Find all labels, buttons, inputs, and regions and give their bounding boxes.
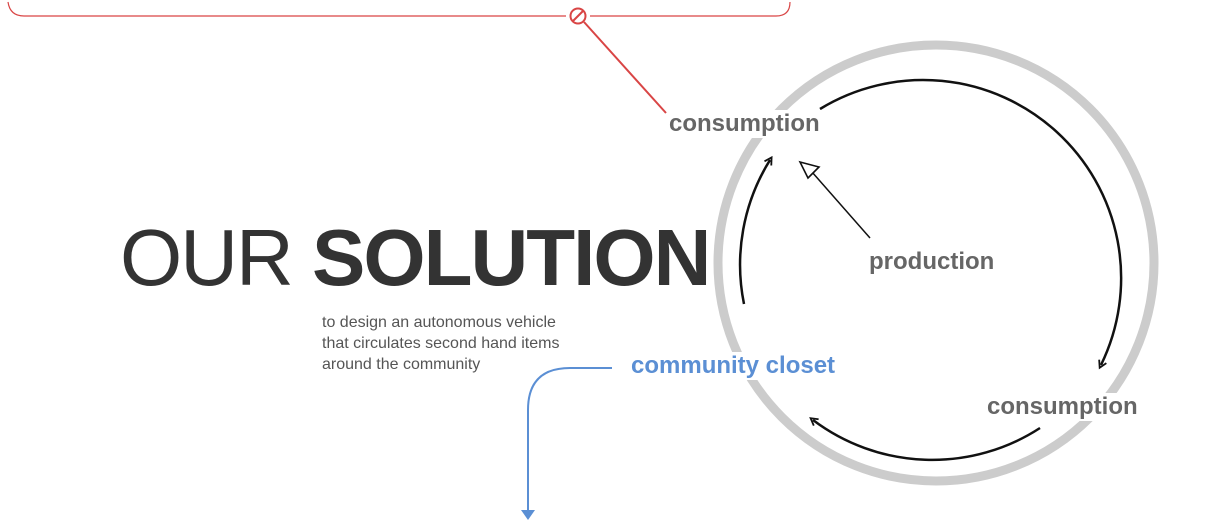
- subtitle: to design an autonomous vehicle that cir…: [322, 312, 559, 375]
- cycle-arc-left: [738, 155, 773, 305]
- no-symbol-icon: [569, 7, 587, 25]
- title-bold-word: SOLUTION: [312, 213, 711, 302]
- title-light-word: OUR: [120, 213, 294, 302]
- label-consumption-top: consumption: [667, 110, 822, 138]
- label-community-closet: community closet: [629, 352, 838, 380]
- callout-arrow-head: [521, 510, 535, 520]
- production-pointer-line: [811, 171, 871, 239]
- subtitle-line: around the community: [322, 356, 481, 373]
- outer-ring: [713, 40, 1159, 486]
- cycle-arc-top-to-right: [819, 78, 1123, 370]
- label-consumption-bottom: consumption: [985, 393, 1140, 421]
- subtitle-line: to design an autonomous vehicle: [322, 314, 556, 331]
- callout-arrow-line: [527, 367, 612, 510]
- production-pointer-head: [798, 160, 821, 180]
- bracket-connector-line: [583, 21, 667, 114]
- top-bracket: [7, 1, 791, 17]
- page-title: OUR SOLUTION: [120, 212, 711, 304]
- label-production: production: [869, 248, 995, 275]
- cycle-arc-bottom: [809, 417, 1041, 462]
- subtitle-line: that circulates second hand items: [322, 335, 560, 352]
